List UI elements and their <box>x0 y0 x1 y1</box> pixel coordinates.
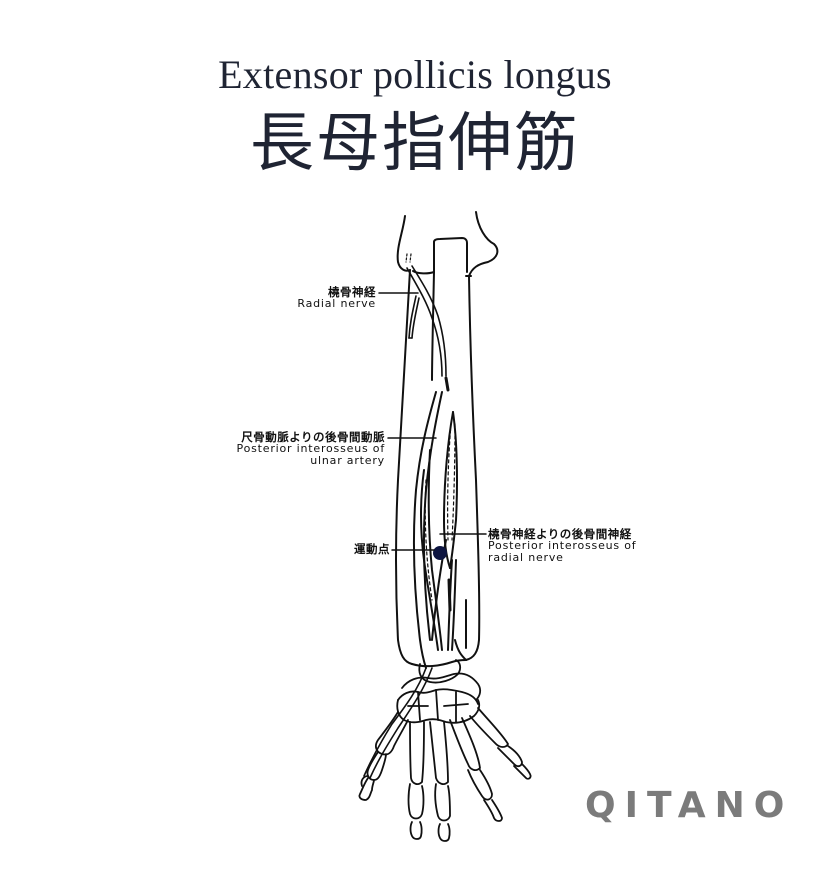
label-motor-point-ja: 運動点 <box>354 542 390 556</box>
label-radial-nerve-en: Radial nerve <box>297 297 376 311</box>
label-ulnar-artery-ja: 尺骨動脈よりの後骨間動脈 <box>241 430 385 444</box>
label-posterior-interosseous-radial-nerve: 橈骨神経よりの後骨間神経 Posterior interosseus of ra… <box>488 528 688 563</box>
label-posterior-interosseous-ulnar-artery: 尺骨動脈よりの後骨間動脈 Posterior interosseus of ul… <box>180 431 385 466</box>
motor-point-marker <box>433 546 447 560</box>
leader-lines <box>378 292 487 551</box>
label-ulnar-artery-en-line1: Posterior interosseus of <box>236 442 385 456</box>
ulna-bone <box>395 215 435 665</box>
title-english: Extensor pollicis longus <box>218 52 612 97</box>
label-radial-nerve-branch-ja: 橈骨神経よりの後骨間神経 <box>488 527 632 541</box>
label-ulnar-artery-en-line2: ulnar artery <box>310 453 385 467</box>
thumb-tendons <box>363 667 433 779</box>
middle-finger-bones <box>429 721 451 842</box>
label-radial-nerve: 橈骨神経 Radial nerve <box>270 286 376 310</box>
label-radial-nerve-branch-en-line2: radial nerve <box>488 550 564 564</box>
radius-bone <box>411 211 499 668</box>
thumb-bones <box>358 711 409 801</box>
radial-nerve-drawing <box>406 265 447 377</box>
index-finger-bones <box>407 721 425 840</box>
label-radial-nerve-ja: 橈骨神経 <box>328 285 376 299</box>
ring-finger-bones <box>449 717 503 822</box>
little-finger-bones <box>469 707 532 780</box>
label-motor-point: 運動点 <box>320 543 390 555</box>
extensor-pollicis-longus-muscle <box>412 376 458 669</box>
label-radial-nerve-branch-en-line1: Posterior interosseus of <box>488 539 637 553</box>
elbow-dots <box>405 253 412 263</box>
carpal-bones <box>396 659 482 724</box>
title-japanese: 長母指伸筋 <box>250 107 580 181</box>
brand-logo: QITANO <box>585 785 794 826</box>
